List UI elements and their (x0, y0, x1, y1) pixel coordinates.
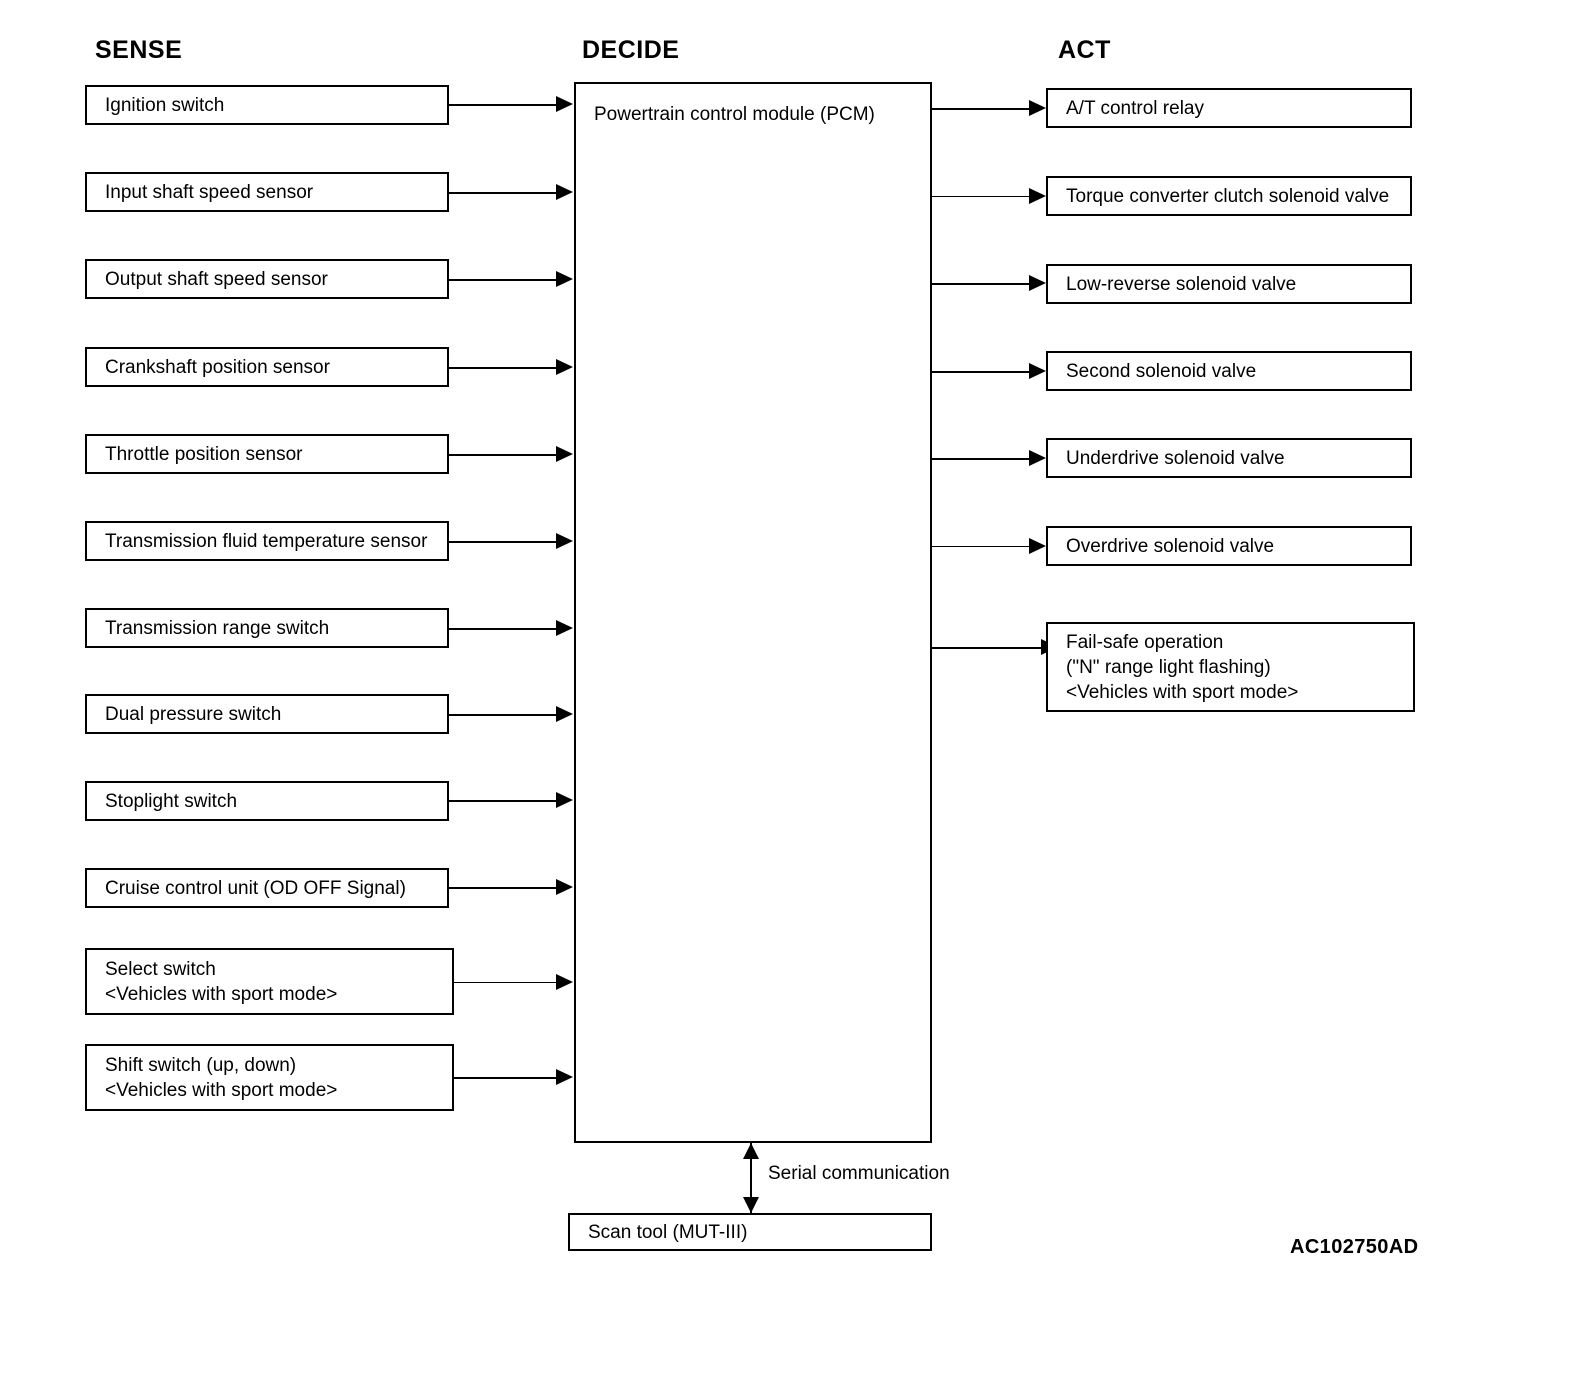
arrowhead-transmission-fluid-temperature-sensor-to-pcm (556, 533, 573, 549)
arrow-ignition-switch-to-pcm (449, 104, 557, 106)
arrowhead-pcm-to-second-solenoid-valve (1029, 363, 1046, 379)
act-node-at-control-relay[interactable]: A/T control relay (1046, 88, 1412, 128)
arrow-transmission-fluid-temperature-sensor-to-pcm (449, 541, 557, 543)
figure-id-code: AC102750AD (1290, 1236, 1419, 1258)
node-line: Input shaft speed sensor (105, 181, 314, 203)
arrow-shift-switch-to-pcm (454, 1077, 557, 1079)
column-heading-act: ACT (1058, 36, 1111, 64)
node-line: Transmission range switch (105, 617, 330, 639)
node-line: Fail-safe operation (1066, 631, 1224, 653)
arrowhead-serial-communication-down (743, 1197, 759, 1213)
arrowhead-select-switch-to-pcm (556, 974, 573, 990)
pcm-module-box[interactable]: Powertrain control module (PCM) (574, 82, 932, 1143)
node-line: Cruise control unit (OD OFF Signal) (105, 877, 406, 899)
arrow-select-switch-to-pcm (454, 982, 557, 983)
arrow-output-shaft-speed-sensor-to-pcm (449, 279, 557, 281)
arrowhead-output-shaft-speed-sensor-to-pcm (556, 271, 573, 287)
arrow-stoplight-switch-to-pcm (449, 800, 557, 802)
arrow-pcm-to-underdrive-solenoid-valve (932, 458, 1030, 460)
node-line: Overdrive solenoid valve (1066, 535, 1275, 557)
arrowhead-crankshaft-position-sensor-to-pcm (556, 359, 573, 375)
arrowhead-stoplight-switch-to-pcm (556, 792, 573, 808)
sense-node-transmission-fluid-temperature-sensor[interactable]: Transmission fluid temperature sensor (85, 521, 449, 561)
arrowhead-pcm-to-torque-converter-clutch-solenoid-valve (1029, 188, 1046, 204)
node-line: Stoplight switch (105, 790, 238, 812)
arrowhead-pcm-to-at-control-relay (1029, 100, 1046, 116)
sense-node-transmission-range-switch[interactable]: Transmission range switch (85, 608, 449, 648)
arrow-pcm-to-overdrive-solenoid-valve (932, 546, 1030, 547)
sense-node-throttle-position-sensor[interactable]: Throttle position sensor (85, 434, 449, 474)
arrowhead-shift-switch-to-pcm (556, 1069, 573, 1085)
sense-node-cruise-control-unit[interactable]: Cruise control unit (OD OFF Signal) (85, 868, 449, 908)
sense-node-ignition-switch[interactable]: Ignition switch (85, 85, 449, 125)
column-heading-decide: DECIDE (582, 36, 680, 64)
act-node-torque-converter-clutch-solenoid-valve[interactable]: Torque converter clutch solenoid valve (1046, 176, 1412, 216)
scan-tool-box[interactable]: Scan tool (MUT-III) (568, 1213, 932, 1251)
arrowhead-ignition-switch-to-pcm (556, 96, 573, 112)
act-node-fail-safe-operation[interactable]: Fail-safe operation ("N" range light fla… (1046, 622, 1415, 712)
sense-node-stoplight-switch[interactable]: Stoplight switch (85, 781, 449, 821)
node-line: Transmission fluid temperature sensor (105, 530, 428, 552)
node-line: Torque converter clutch solenoid valve (1066, 185, 1390, 207)
arrowhead-dual-pressure-switch-to-pcm (556, 706, 573, 722)
act-node-low-reverse-solenoid-valve[interactable]: Low-reverse solenoid valve (1046, 264, 1412, 304)
node-line: Shift switch (up, down) (105, 1054, 297, 1076)
serial-communication-line (750, 1143, 752, 1213)
arrow-pcm-to-second-solenoid-valve (932, 371, 1030, 373)
arrowhead-pcm-to-overdrive-solenoid-valve (1029, 538, 1046, 554)
node-line: Low-reverse solenoid valve (1066, 273, 1297, 295)
arrow-pcm-to-at-control-relay (932, 108, 1030, 110)
arrow-transmission-range-switch-to-pcm (449, 628, 557, 630)
arrowhead-transmission-range-switch-to-pcm (556, 620, 573, 636)
arrow-cruise-control-unit-to-pcm (449, 887, 557, 889)
sense-node-select-switch[interactable]: Select switch <Vehicles with sport mode> (85, 948, 454, 1015)
arrow-pcm-to-low-reverse-solenoid-valve (932, 283, 1030, 285)
node-line: Select switch (105, 958, 216, 980)
node-line: <Vehicles with sport mode> (1066, 681, 1299, 703)
node-line: ("N" range light flashing) (1066, 656, 1271, 678)
arrow-pcm-to-torque-converter-clutch-solenoid-valve (932, 196, 1030, 197)
arrow-crankshaft-position-sensor-to-pcm (449, 367, 557, 369)
serial-communication-label: Serial communication (768, 1163, 950, 1184)
arrow-input-shaft-speed-sensor-to-pcm (449, 192, 557, 194)
arrowhead-throttle-position-sensor-to-pcm (556, 446, 573, 462)
arrowhead-serial-communication-up (743, 1143, 759, 1159)
node-line: Throttle position sensor (105, 443, 303, 465)
sense-node-dual-pressure-switch[interactable]: Dual pressure switch (85, 694, 449, 734)
node-line: Underdrive solenoid valve (1066, 447, 1285, 469)
arrowhead-input-shaft-speed-sensor-to-pcm (556, 184, 573, 200)
act-node-underdrive-solenoid-valve[interactable]: Underdrive solenoid valve (1046, 438, 1412, 478)
arrowhead-pcm-to-underdrive-solenoid-valve (1029, 450, 1046, 466)
node-line: Crankshaft position sensor (105, 356, 330, 378)
pcm-module-label: Powertrain control module (PCM) (594, 104, 875, 125)
sense-node-input-shaft-speed-sensor[interactable]: Input shaft speed sensor (85, 172, 449, 212)
node-line: Second solenoid valve (1066, 360, 1257, 382)
act-node-second-solenoid-valve[interactable]: Second solenoid valve (1046, 351, 1412, 391)
node-line: Output shaft speed sensor (105, 268, 328, 290)
sense-node-crankshaft-position-sensor[interactable]: Crankshaft position sensor (85, 347, 449, 387)
arrowhead-cruise-control-unit-to-pcm (556, 879, 573, 895)
column-heading-sense: SENSE (95, 36, 183, 64)
node-line: Ignition switch (105, 94, 225, 116)
sense-node-output-shaft-speed-sensor[interactable]: Output shaft speed sensor (85, 259, 449, 299)
arrow-pcm-to-fail-safe-operation (932, 647, 1042, 649)
node-line: A/T control relay (1066, 97, 1204, 119)
sense-node-shift-switch[interactable]: Shift switch (up, down) <Vehicles with s… (85, 1044, 454, 1111)
arrow-throttle-position-sensor-to-pcm (449, 454, 557, 456)
node-line: <Vehicles with sport mode> (105, 1079, 338, 1101)
arrow-dual-pressure-switch-to-pcm (449, 714, 557, 716)
arrowhead-pcm-to-low-reverse-solenoid-valve (1029, 275, 1046, 291)
node-line: Dual pressure switch (105, 703, 282, 725)
node-line: Scan tool (MUT-III) (588, 1221, 748, 1243)
node-line: <Vehicles with sport mode> (105, 983, 338, 1005)
act-node-overdrive-solenoid-valve[interactable]: Overdrive solenoid valve (1046, 526, 1412, 566)
